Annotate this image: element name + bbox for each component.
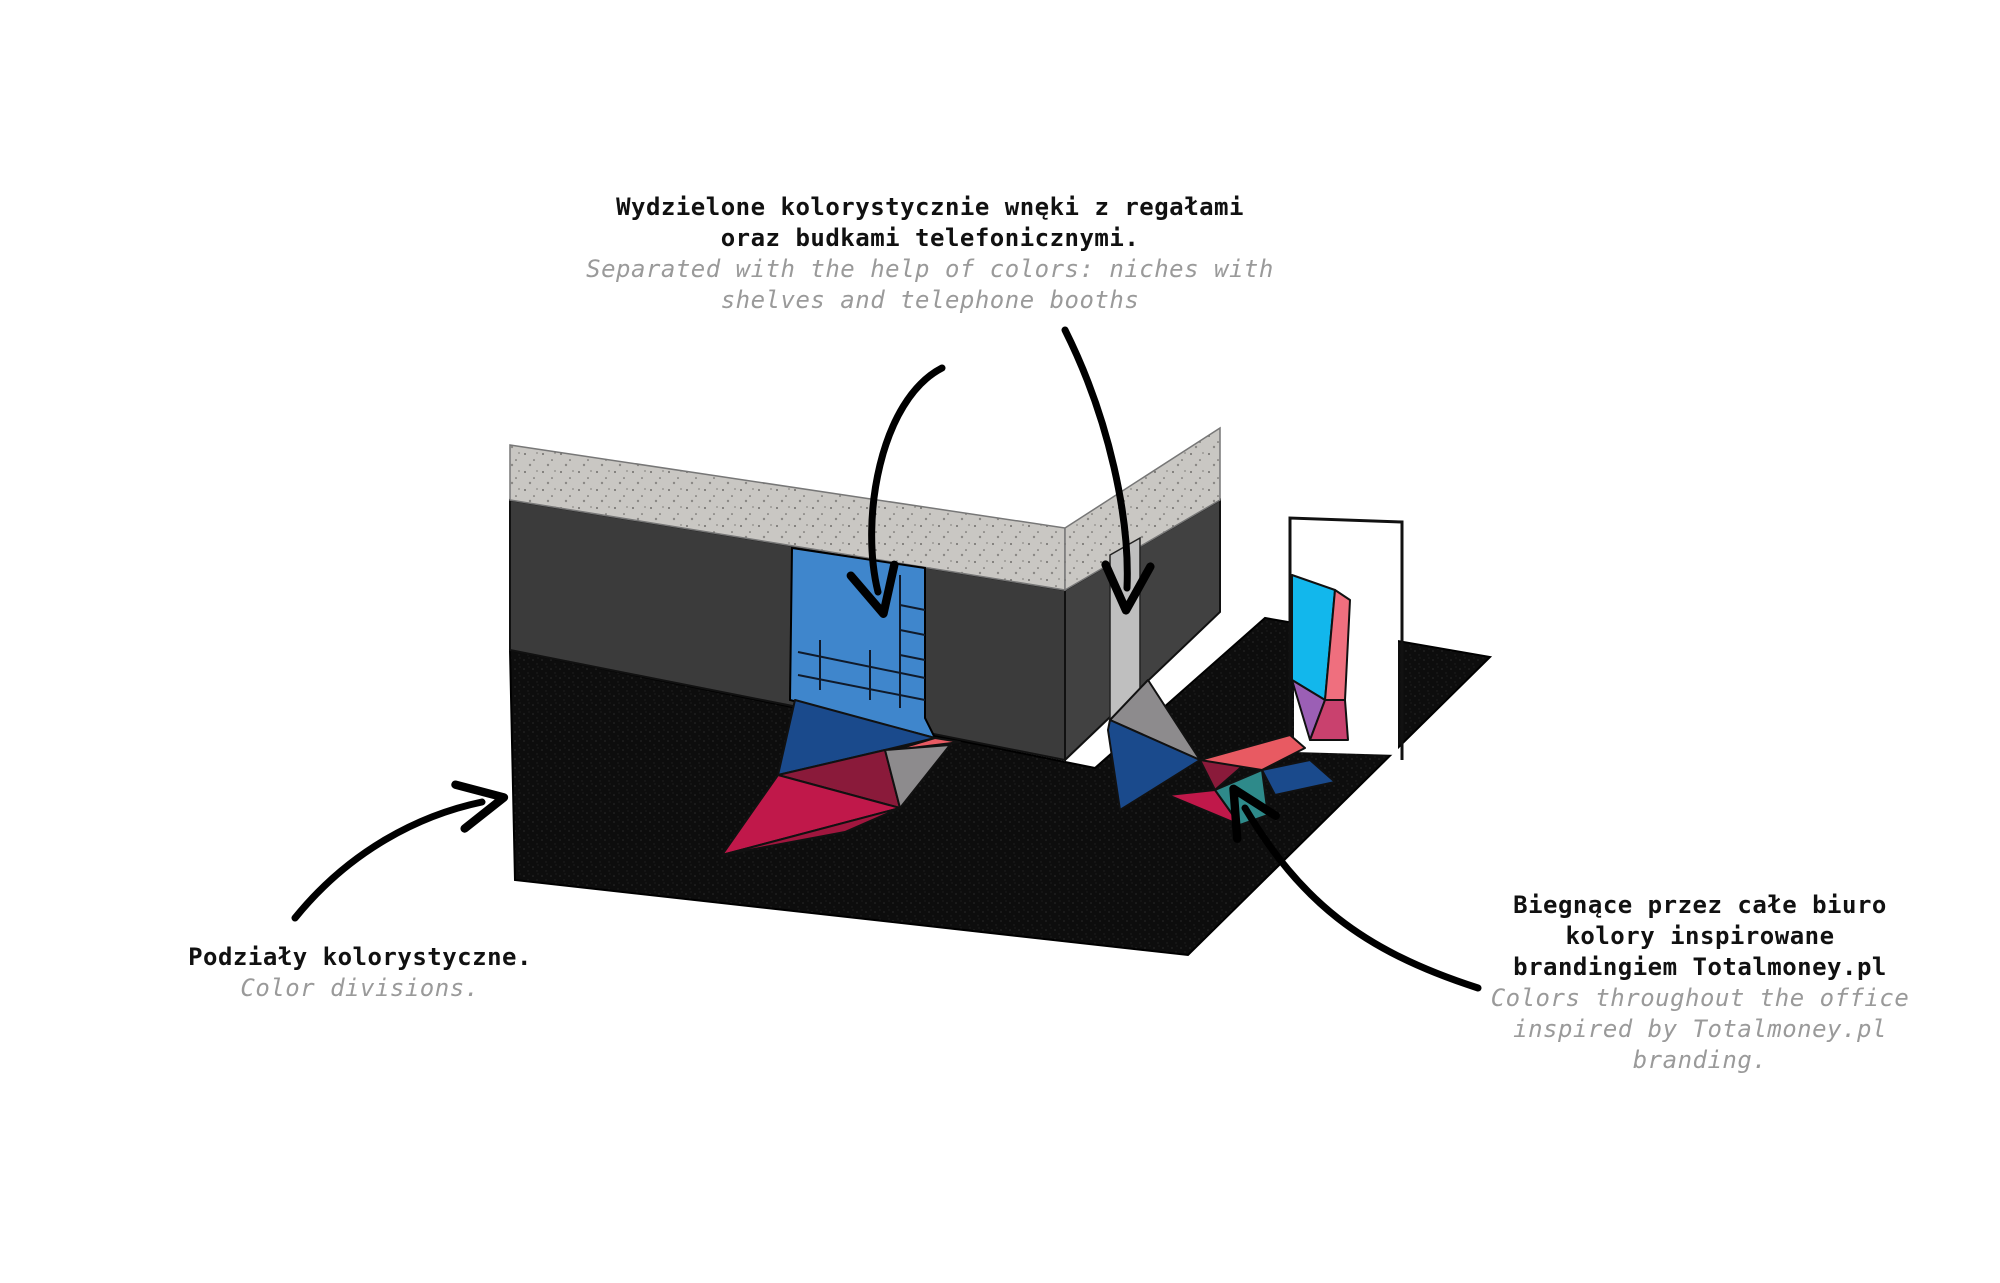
phone-booth-frame — [1288, 516, 1404, 760]
floor — [508, 616, 1493, 957]
annotation-divisions-pl-line1: Podziały kolorystyczne. — [188, 943, 532, 971]
arrow-to-floor-colors — [1229, 784, 1482, 992]
geometric-panels-left — [721, 699, 961, 856]
annotation-divisions-en-line1: Color divisions. — [240, 974, 480, 1002]
annotation-branding-en-line2: inspired by Totalmoney.pl — [1513, 1015, 1887, 1043]
arrow-to-grey-niche — [1061, 326, 1155, 615]
blue-niche — [788, 546, 937, 740]
annotation-niches-en-line1: Separated with the help of colors: niche… — [586, 255, 1274, 283]
annotation-divisions: Podziały kolorystyczne. Color divisions. — [150, 942, 570, 1004]
annotation-branding-en-line1: Colors throughout the office — [1490, 984, 1910, 1012]
annotation-niches: Wydzielone kolorystycznie wnęki z regała… — [560, 192, 1300, 316]
arrow-to-floor — [291, 780, 509, 922]
geometric-panels-booth — [1291, 574, 1351, 741]
annotation-niches-pl-line2: oraz budkami telefonicznymi. — [720, 224, 1140, 252]
annotation-niches-pl-line1: Wydzielone kolorystycznie wnęki z regała… — [616, 193, 1244, 221]
annotation-branding-en-line3: branding. — [1632, 1046, 1768, 1074]
annotation-branding-pl-line3: brandingiem Totalmoney.pl — [1513, 953, 1887, 981]
concrete-ceiling-right — [1064, 426, 1221, 592]
annotation-niches-en-line2: shelves and telephone booths — [720, 286, 1140, 314]
annotation-branding-pl-line2: kolory inspirowane — [1565, 922, 1835, 950]
annotation-branding: Biegnące przez całe biuro kolory inspiro… — [1460, 890, 1940, 1076]
niche-shelves — [797, 575, 926, 708]
annotation-branding-pl-line1: Biegnące przez całe biuro — [1513, 891, 1887, 919]
arrow-to-blue-niche — [846, 364, 946, 618]
